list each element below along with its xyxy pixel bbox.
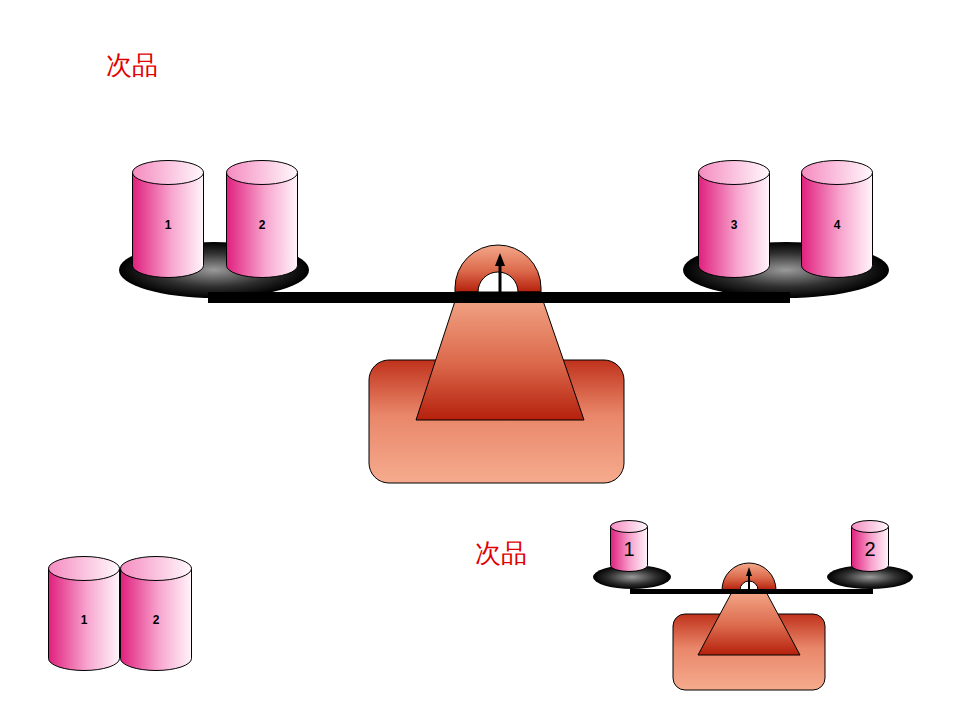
weight-cylinder: 1 xyxy=(132,160,204,278)
weight-cylinder: 3 xyxy=(698,160,770,278)
weight-cylinder: 1 xyxy=(48,556,120,671)
defective-label: 次品 xyxy=(106,48,158,83)
weight-cylinder: 2 xyxy=(120,556,192,671)
cylinder-number: 2 xyxy=(153,613,160,627)
small-balance xyxy=(593,563,913,690)
weight-cylinder: 2 xyxy=(226,160,298,278)
cylinder-number: 3 xyxy=(731,218,738,232)
defective-label: 次品 xyxy=(475,536,527,571)
weight-cylinder: 2 xyxy=(851,520,889,572)
cylinder-number: 1 xyxy=(623,538,634,561)
cylinder-number: 1 xyxy=(165,218,172,232)
weight-cylinder: 4 xyxy=(801,160,873,278)
large-balance xyxy=(119,242,889,483)
weight-cylinder: 1 xyxy=(610,520,648,572)
cylinder-number: 2 xyxy=(864,538,875,561)
cylinder-number: 2 xyxy=(259,218,266,232)
cylinder-number: 4 xyxy=(834,218,841,232)
cylinder-number: 1 xyxy=(81,613,88,627)
